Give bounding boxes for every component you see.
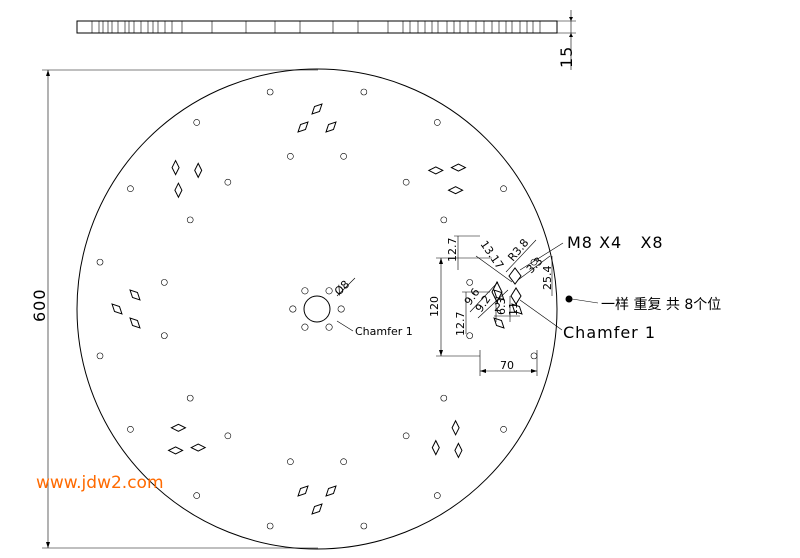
lozenge-slot (493, 289, 505, 301)
bolt-hole (440, 216, 448, 224)
perimeter-bolt-holes (96, 88, 538, 530)
dimension-12-7-left: 12.7 (454, 312, 467, 337)
center-chamfer-label: Chamfer 1 (355, 325, 413, 338)
bolt-hole (161, 279, 168, 286)
disc-outline (76, 68, 558, 550)
side-view-hole-marks (91, 21, 541, 33)
detail-slot-c (510, 287, 522, 305)
dimension-120: 120 (428, 296, 441, 317)
lozenge-slot (447, 186, 464, 195)
lozenge-slot (511, 303, 523, 315)
bolt-hole (500, 426, 507, 433)
bolt-hole (186, 394, 194, 402)
diameter-dimension-group: 600 (30, 69, 318, 549)
hub-hole (337, 305, 345, 313)
bolt-hole (96, 258, 104, 266)
bolt-hole (224, 432, 232, 440)
bolt-hole (193, 119, 200, 126)
lozenge-slot (190, 443, 207, 452)
bolt-hole (402, 178, 410, 186)
lozenge-slot (111, 303, 123, 315)
lozenge-slot (311, 503, 323, 515)
lozenge-slot (174, 182, 183, 199)
bolt-hole (466, 332, 473, 339)
center-hole-dimension: Ø8 (332, 278, 352, 298)
bolt-hole (287, 458, 294, 465)
bolt-hole (434, 492, 441, 499)
dimension-2: 2 (494, 301, 501, 314)
bolt-hole (466, 279, 473, 286)
dimension-70: 70 (500, 359, 514, 372)
bolt-hole (96, 352, 104, 360)
detail-dimensions: 120 12.7 12.7 13.17 R3.8 3.3 25.4 9.6 9.… (428, 235, 599, 376)
lozenge-slot (297, 485, 309, 497)
bolt-hole (360, 522, 368, 530)
watermark-text: www.jdw2.com (36, 473, 164, 493)
bolt-hole (530, 258, 538, 266)
thickness-dimension: 15 (557, 46, 576, 68)
bolt-hole (224, 178, 232, 186)
bolt-hole (530, 352, 538, 360)
bolt-hole (500, 185, 507, 192)
dimension-13-17: 13.17 (478, 238, 507, 271)
bolt-hole (127, 426, 134, 433)
lozenge-slot (129, 289, 141, 301)
bolt-hole (186, 216, 194, 224)
lozenge-slot (427, 166, 444, 175)
bolt-hole (340, 458, 347, 465)
detail-slot-b (508, 267, 522, 285)
bolt-hole (340, 153, 347, 160)
side-view: 15 (76, 10, 576, 70)
dimension-11: 11 (507, 302, 520, 316)
center-hub: Ø8 Chamfer 1 (289, 277, 413, 338)
lozenge-slot (454, 442, 463, 459)
bolt-hole (161, 332, 168, 339)
hub-hole (301, 287, 309, 295)
dimension-12-7-top: 12.7 (446, 238, 459, 263)
lozenge-slot (171, 159, 180, 176)
thread-spec-label: M8 X4 X8 (567, 233, 664, 252)
dimension-r3-8: R3.8 (505, 236, 531, 264)
bolt-hole (360, 88, 368, 96)
dimension-25-4: 25.4 (541, 266, 554, 291)
side-view-outline (76, 20, 558, 34)
hub-hole (301, 323, 309, 331)
chamfer-label: Chamfer 1 (563, 323, 656, 342)
bolt-hole (434, 119, 441, 126)
bolt-hole (127, 185, 134, 192)
repeat-note-label: 一样 重复 共 8个位 (601, 296, 721, 313)
bolt-hole (266, 88, 274, 96)
lozenge-slot (170, 423, 187, 432)
lozenge-slot (325, 121, 337, 133)
bolt-hole (287, 153, 294, 160)
lozenge-slot (194, 162, 203, 179)
hub-hole (289, 305, 297, 313)
bolt-hole (193, 492, 200, 499)
lozenge-slot-groups (111, 103, 523, 515)
detail-slot-a (491, 280, 503, 304)
lozenge-slot (431, 439, 440, 456)
lozenge-slot (297, 121, 309, 133)
diameter-dimension: 600 (30, 288, 49, 322)
lozenge-slot (311, 103, 323, 115)
lozenge-slot (450, 163, 467, 172)
lozenge-slot (493, 317, 505, 329)
lozenge-slot (451, 419, 460, 436)
bolt-hole (402, 432, 410, 440)
center-bore (303, 295, 331, 323)
hub-hole (325, 323, 333, 331)
lozenge-slot (167, 446, 184, 455)
hub-small-holes (289, 287, 345, 331)
hub-hole (325, 287, 333, 295)
dimension-6-3: 6.3 (495, 298, 508, 316)
bolt-hole (440, 394, 448, 402)
repeat-marker-dot (565, 295, 573, 303)
bolt-hole (266, 522, 274, 530)
lozenge-slot (325, 485, 337, 497)
lozenge-slot (129, 317, 141, 329)
